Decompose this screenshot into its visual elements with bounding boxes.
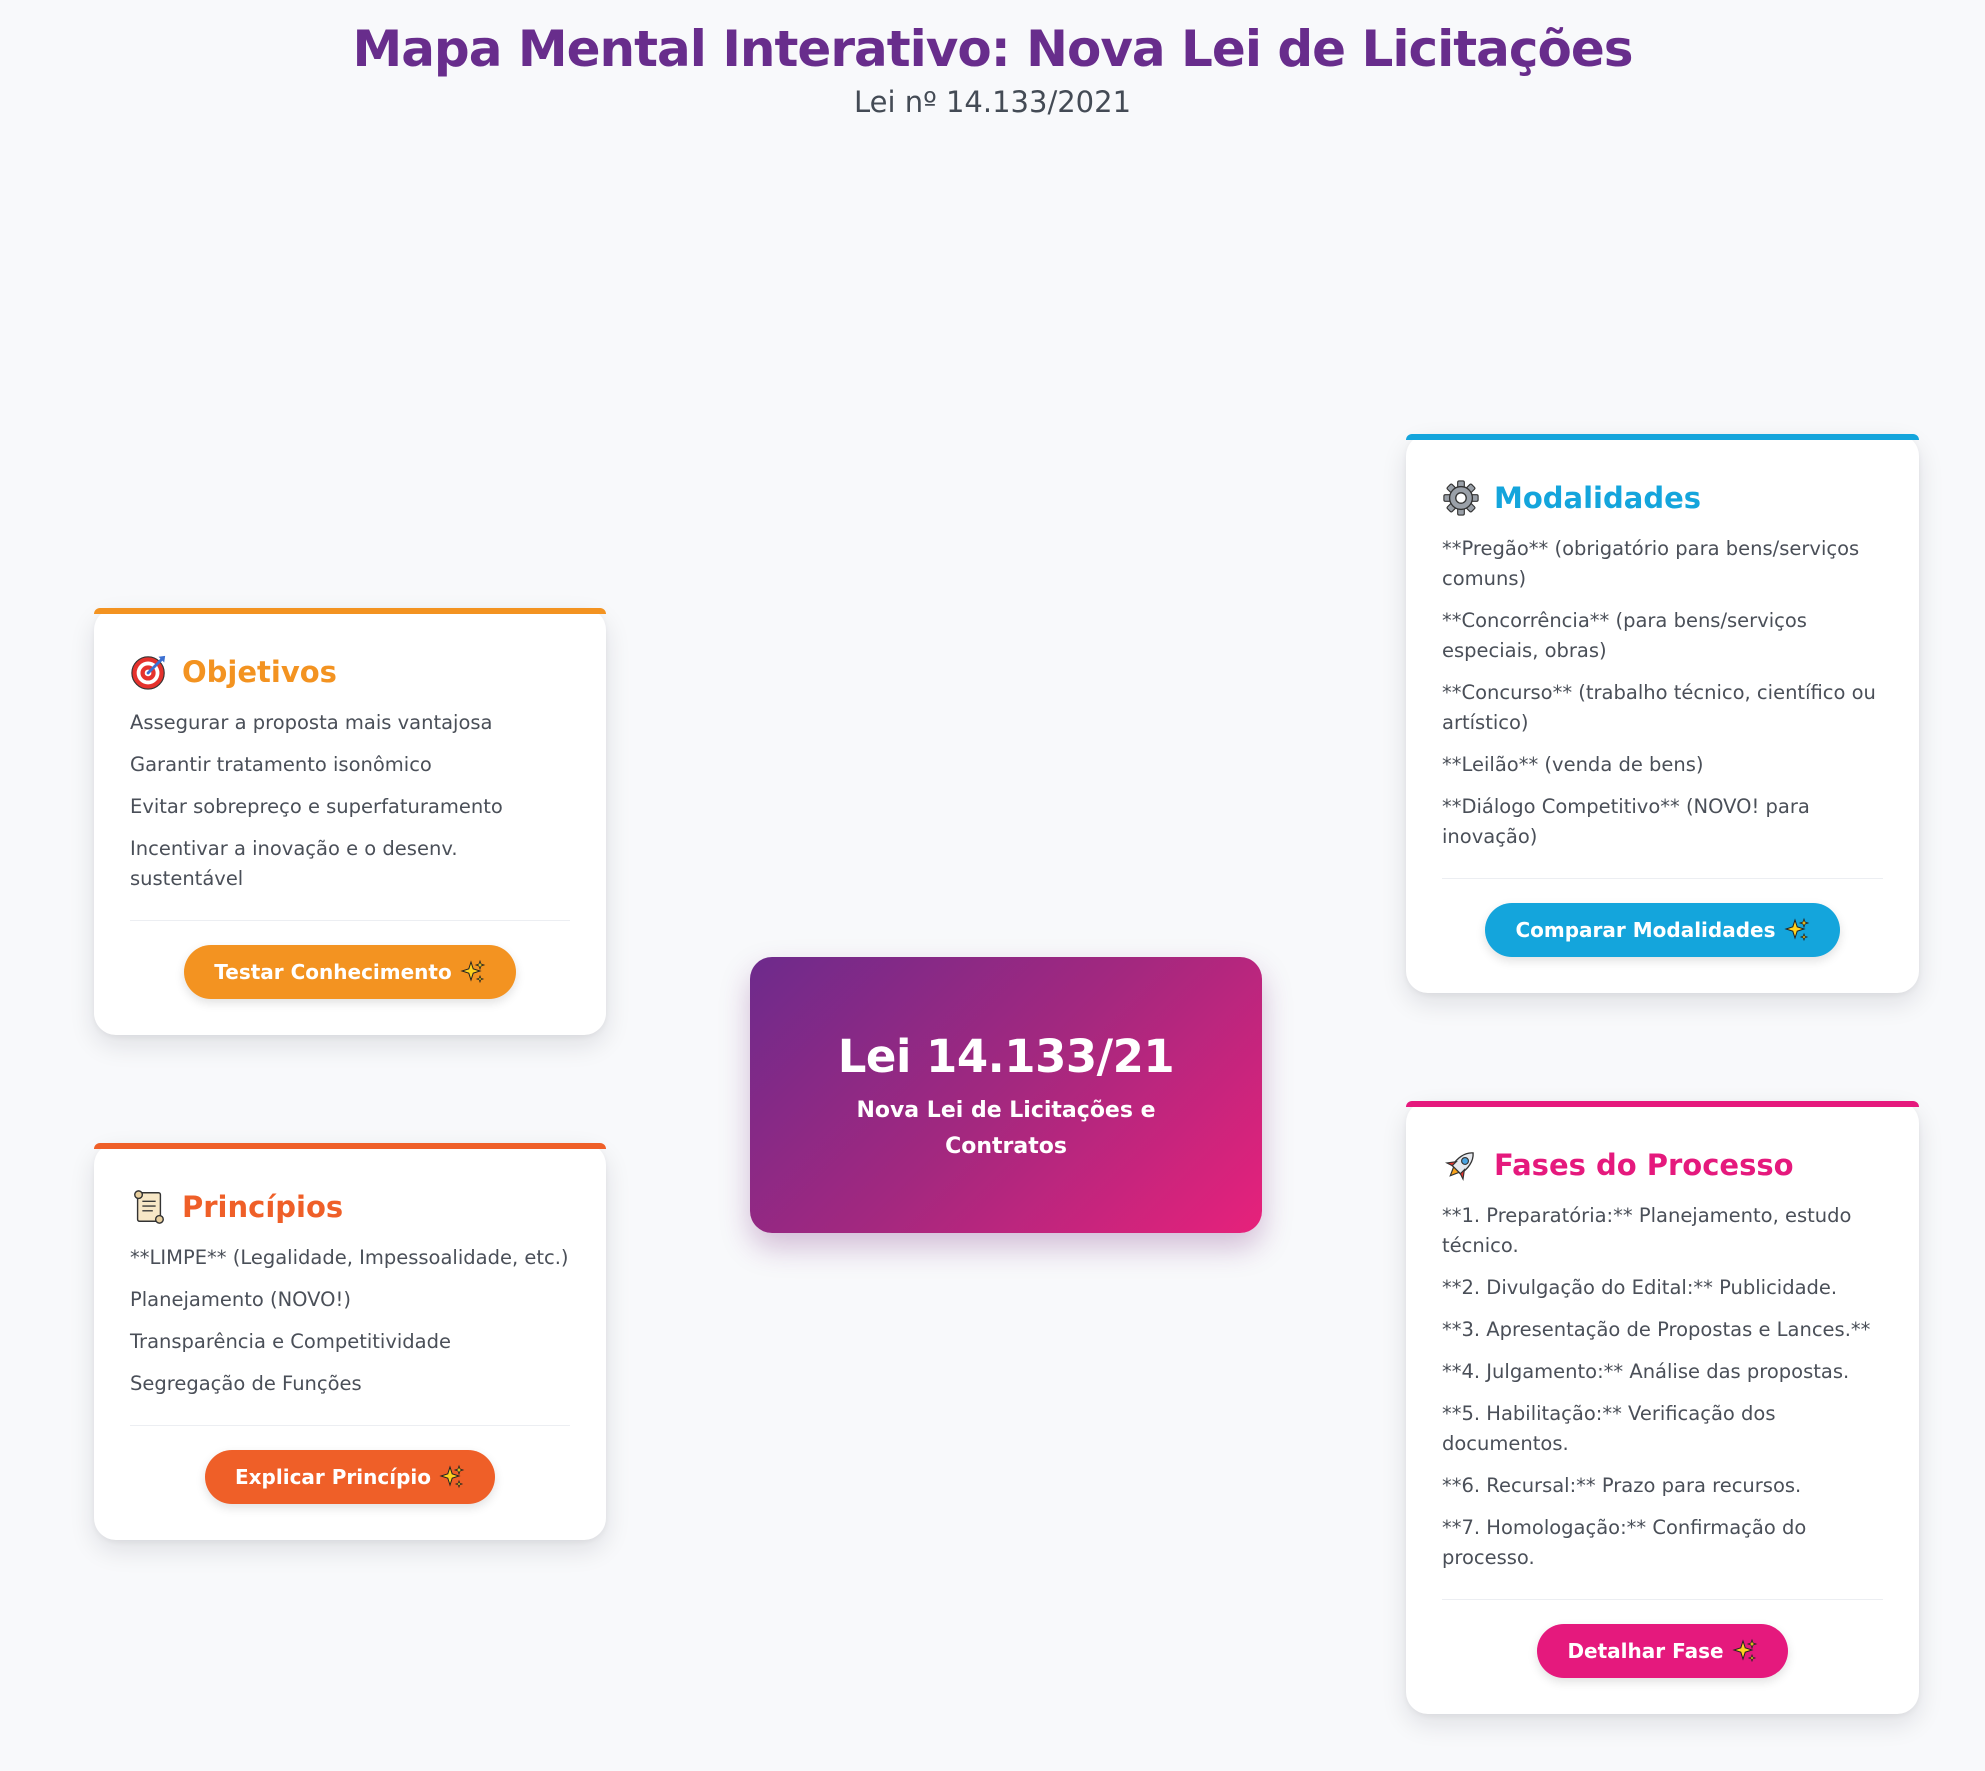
sparkles-icon	[460, 959, 486, 985]
list-item: Segregação de Funções	[130, 1372, 362, 1395]
list-item: **LIMPE** (Legalidade, Impessoalidade, e…	[130, 1246, 569, 1269]
list-item: **Concorrência** (para bens/serviços esp…	[1442, 609, 1807, 662]
page-subtitle: Lei nº 14.133/2021	[853, 85, 1132, 119]
card-header: Modalidades	[1442, 476, 1883, 520]
central-topic-title: Lei 14.133/21	[837, 1030, 1175, 1083]
card-principios: Princípios **LIMPE** (Legalidade, Impess…	[94, 1143, 606, 1540]
scroll-icon	[130, 1188, 168, 1226]
list-item: Evitar sobrepreço e superfaturamento	[130, 795, 503, 818]
card-header: Fases do Processo	[1442, 1143, 1883, 1187]
list-item: **2. Divulgação do Edital:** Publicidade…	[1442, 1276, 1838, 1299]
list-item: **7. Homologação:** Confirmação do proce…	[1442, 1516, 1807, 1569]
rocket-icon	[1442, 1146, 1480, 1184]
card-item-list: **1. Preparatória:** Planejamento, estud…	[1442, 1201, 1883, 1573]
divider	[130, 1425, 570, 1426]
list-item: Assegurar a proposta mais vantajosa	[130, 711, 493, 734]
gear-icon	[1442, 479, 1480, 517]
card-modalidades: Modalidades **Pregão** (obrigatório para…	[1406, 434, 1919, 993]
card-fases-do-processo: Fases do Processo **1. Preparatória:** P…	[1406, 1101, 1919, 1714]
list-item: **1. Preparatória:** Planejamento, estud…	[1442, 1204, 1852, 1257]
card-item-list: Assegurar a proposta mais vantajosa Gara…	[130, 708, 570, 894]
list-item: **Pregão** (obrigatório para bens/serviç…	[1442, 537, 1860, 590]
comparar-modalidades-button[interactable]: Comparar Modalidades	[1485, 903, 1840, 957]
list-item: Garantir tratamento isonômico	[130, 753, 432, 776]
list-item: Planejamento (NOVO!)	[130, 1288, 351, 1311]
explicar-principio-button[interactable]: Explicar Princípio	[204, 1450, 495, 1504]
sparkles-icon	[1783, 917, 1810, 943]
sparkles-icon	[439, 1464, 465, 1490]
divider	[130, 920, 570, 921]
list-item: **Leilão** (venda de bens)	[1442, 753, 1704, 776]
button-label: Comparar Modalidades	[1515, 918, 1776, 942]
list-item: **3. Apresentação de Propostas e Lances.…	[1442, 1318, 1871, 1341]
card-objetivos: Objetivos Assegurar a proposta mais vant…	[94, 608, 606, 1035]
divider	[1442, 878, 1883, 879]
central-topic-node: Lei 14.133/21 Nova Lei de Licitações e C…	[750, 957, 1262, 1233]
page-title: Mapa Mental Interativo: Nova Lei de Lici…	[352, 20, 1633, 78]
sparkles-icon	[1731, 1638, 1758, 1664]
card-header: Princípios	[130, 1185, 570, 1229]
button-label: Testar Conhecimento	[214, 960, 452, 984]
list-item: **6. Recursal:** Prazo para recursos.	[1442, 1474, 1802, 1497]
card-title: Princípios	[182, 1190, 344, 1224]
button-label: Detalhar Fase	[1567, 1639, 1724, 1663]
divider	[1442, 1599, 1883, 1600]
target-icon	[130, 653, 168, 691]
list-item: **Diálogo Competitivo** (NOVO! para inov…	[1442, 795, 1810, 848]
list-item: Incentivar a inovação e o desenv. susten…	[130, 837, 458, 890]
card-header: Objetivos	[130, 650, 570, 694]
list-item: **5. Habilitação:** Verificação dos docu…	[1442, 1402, 1776, 1455]
card-title: Objetivos	[182, 655, 337, 689]
card-title: Modalidades	[1494, 481, 1702, 515]
list-item: **4. Julgamento:** Análise das propostas…	[1442, 1360, 1850, 1383]
card-item-list: **Pregão** (obrigatório para bens/serviç…	[1442, 534, 1883, 852]
detalhar-fase-button[interactable]: Detalhar Fase	[1537, 1624, 1788, 1678]
testar-conhecimento-button[interactable]: Testar Conhecimento	[184, 945, 516, 999]
button-label: Explicar Princípio	[234, 1465, 431, 1489]
card-item-list: **LIMPE** (Legalidade, Impessoalidade, e…	[130, 1243, 570, 1399]
card-title: Fases do Processo	[1494, 1148, 1794, 1182]
list-item: **Concurso** (trabalho técnico, científi…	[1442, 681, 1876, 734]
list-item: Transparência e Competitividade	[130, 1330, 451, 1353]
central-topic-subtitle: Nova Lei de Licitações e Contratos	[856, 1098, 1156, 1159]
